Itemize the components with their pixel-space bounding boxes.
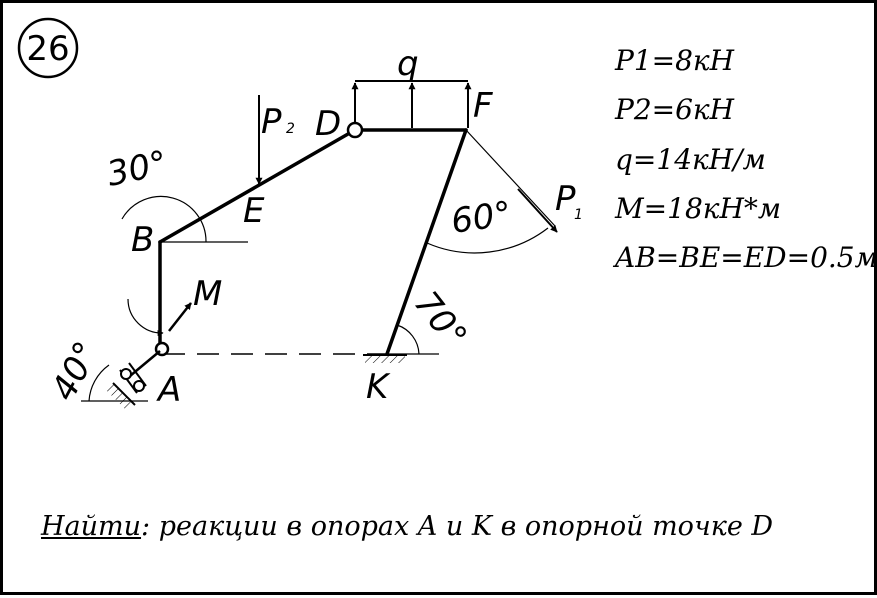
given-p1: P1=8кН (614, 44, 735, 77)
given-lengths: AB=BE=ED=0.5м (612, 241, 877, 274)
label-p1-sub: 1 (574, 207, 583, 223)
arc-60 (426, 227, 549, 254)
arc-30 (121, 195, 207, 243)
statics-diagram: 26 (17, 17, 877, 411)
angle-70: 70° (406, 284, 475, 356)
frame (158, 128, 468, 356)
label-p2-sub: 2 (286, 121, 295, 137)
label-d: D (315, 104, 341, 144)
distributed-load-q (351, 80, 472, 128)
label-b: B (131, 220, 154, 260)
task-text: : реакции в опорах A и K в опорной точке… (141, 511, 774, 542)
angle-60: 60° (449, 194, 514, 242)
angle-30: 30° (104, 143, 171, 195)
angle-40: 40° (44, 335, 108, 407)
given-values: P1=8кН P2=6кН q=14кН/м M=18кН*м AB=BE=ED… (612, 44, 877, 274)
moment-m-arrow (168, 302, 192, 332)
member-bd (158, 128, 357, 244)
given-p2: P2=6кН (614, 93, 735, 126)
member-fk (385, 128, 468, 356)
label-q: q (397, 44, 419, 84)
label-k: K (366, 367, 391, 407)
force-p1-arrow (517, 188, 558, 233)
arc-70 (396, 324, 420, 355)
support-k (363, 354, 407, 363)
task-prefix: Найти (41, 511, 142, 542)
label-p1: P (555, 179, 576, 219)
label-e: E (243, 191, 265, 231)
label-m: M (193, 274, 222, 314)
given-m: M=18кН*м (614, 192, 781, 225)
task-statement: Найти: реакции в опорах A и K в опорной … (41, 511, 773, 542)
hinge-d (346, 121, 364, 139)
label-f: F (473, 86, 493, 126)
support-a (105, 341, 170, 411)
given-q: q=14кН/м (615, 143, 766, 176)
problem-number: 26 (26, 29, 69, 69)
arc-40 (88, 364, 110, 402)
label-p2: P (261, 102, 282, 142)
arc-moment (127, 298, 164, 337)
problem-number-badge: 26 (17, 17, 79, 79)
label-a: A (156, 370, 181, 410)
angle-references (81, 129, 556, 402)
